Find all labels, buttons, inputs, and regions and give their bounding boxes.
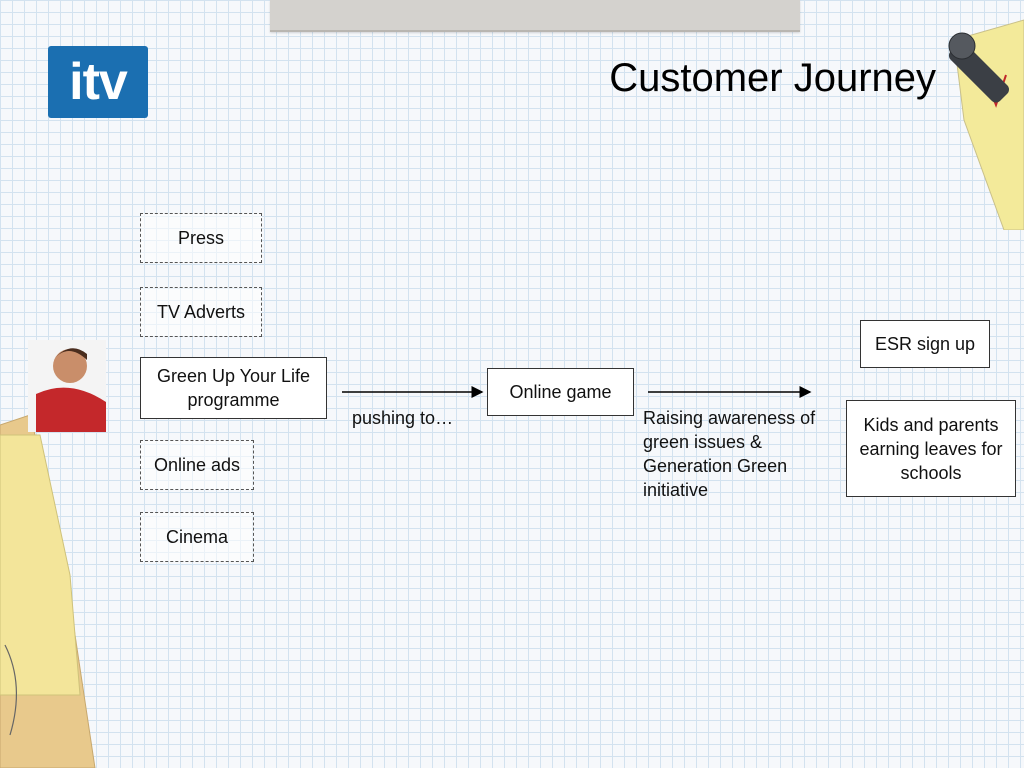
itv-logo: itv xyxy=(48,46,148,118)
esr-signup-box: ESR sign up xyxy=(860,320,990,368)
logo-text: itv xyxy=(69,53,128,111)
microphone-icon xyxy=(948,19,1024,230)
kids-parents-box: Kids and parents earning leaves for scho… xyxy=(846,400,1016,497)
source-box-cinema: Cinema xyxy=(140,512,254,562)
folder-icon xyxy=(0,415,96,768)
flow-arrows xyxy=(342,386,812,398)
child-image xyxy=(28,340,106,432)
online-game-box: Online game xyxy=(487,368,634,416)
page-title: Customer Journey xyxy=(609,56,936,100)
source-box-online-ads: Online ads xyxy=(140,440,254,490)
source-box-green-up-your-life: Green Up Your Life programme xyxy=(140,357,327,419)
arrow-label-pushing-to: pushing to… xyxy=(352,408,454,428)
source-box-press: Press xyxy=(140,213,262,263)
awareness-text: Raising awareness of green issues & Gene… xyxy=(643,408,816,500)
decorative-tape xyxy=(270,0,800,32)
source-box-tv-adverts: TV Adverts xyxy=(140,287,262,337)
